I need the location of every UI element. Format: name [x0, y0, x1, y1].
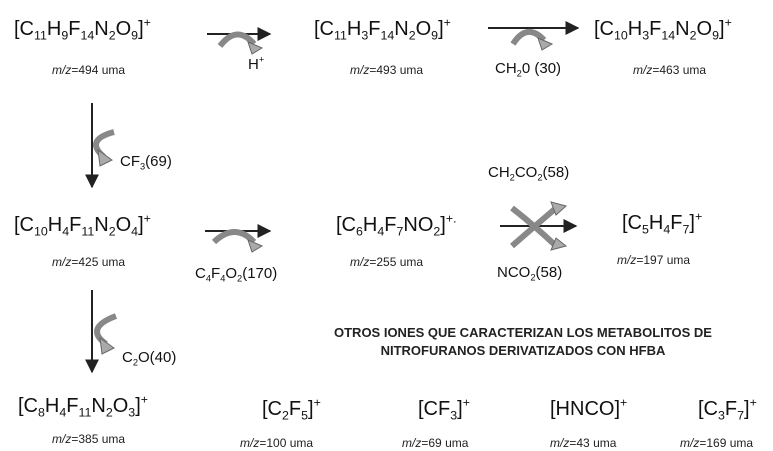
- loss-row2-2-top: CH2CO2(58): [488, 164, 570, 183]
- ion-row3-1: [C8H4F11N2O3]+: [18, 392, 148, 420]
- loss-row1-1: H+: [248, 54, 265, 73]
- other-ions-heading-line2: NITROFURANOS DERIVATIZADOS CON HFBA: [380, 343, 666, 358]
- other-ion-mz-2: m/z=69 uma: [402, 436, 469, 450]
- other-ion-4: [C3F7]+: [698, 395, 757, 423]
- mz-row1-3: m/z=463 uma: [633, 63, 707, 77]
- ion-row1-1: [C11H9F14N2O9]+: [14, 15, 151, 43]
- loss-down-2: C2O(40): [122, 349, 177, 368]
- arrow-row2-1: [205, 224, 272, 253]
- ion-row2-2: [C6H4F7NO2]+.: [336, 211, 457, 239]
- arrow-down-1: [85, 103, 115, 189]
- mz-row2-1: m/z=425 uma: [52, 255, 126, 269]
- arrow-row1-2: [488, 21, 580, 51]
- mz-row1-2: m/z=493 uma: [350, 63, 424, 77]
- arrow-row1-1: [207, 27, 272, 55]
- loss-row2-1: C4F4O2(170): [195, 265, 278, 284]
- other-ions-heading-line1: OTROS IONES QUE CARACTERIZAN LOS METABOL…: [334, 325, 712, 340]
- other-ion-3: [HNCO]+: [550, 395, 628, 420]
- other-ion-mz-4: m/z=169 uma: [680, 436, 754, 450]
- other-ion-2: [CF3]+: [418, 395, 470, 423]
- other-ion-mz-1: m/z=100 uma: [240, 436, 314, 450]
- ion-row2-3: [C5H4F7]+: [622, 209, 703, 237]
- ion-row1-2: [C11H3F14N2O9]+: [314, 15, 451, 43]
- ion-row1-3: [C10H3F14N2O9]+: [594, 15, 732, 43]
- loss-down-1: CF3(69): [120, 153, 172, 172]
- other-ion-1: [C2F5]+: [262, 395, 321, 423]
- loss-row1-2: CH20 (30): [495, 60, 562, 79]
- mz-row2-2: m/z=255 uma: [350, 255, 424, 269]
- arrow-down-2: [85, 290, 118, 374]
- mz-row1-1: m/z=494 uma: [52, 63, 126, 77]
- ion-row2-1: [C10H4F11N2O4]+: [14, 211, 151, 239]
- loss-row2-2-bottom: NCO2(58): [497, 264, 563, 283]
- mz-row3-1: m/z=385 uma: [52, 432, 126, 446]
- arrow-row2-2: [500, 201, 578, 251]
- other-ion-mz-3: m/z=43 uma: [550, 436, 617, 450]
- mz-row2-3: m/z=197 uma: [617, 253, 691, 267]
